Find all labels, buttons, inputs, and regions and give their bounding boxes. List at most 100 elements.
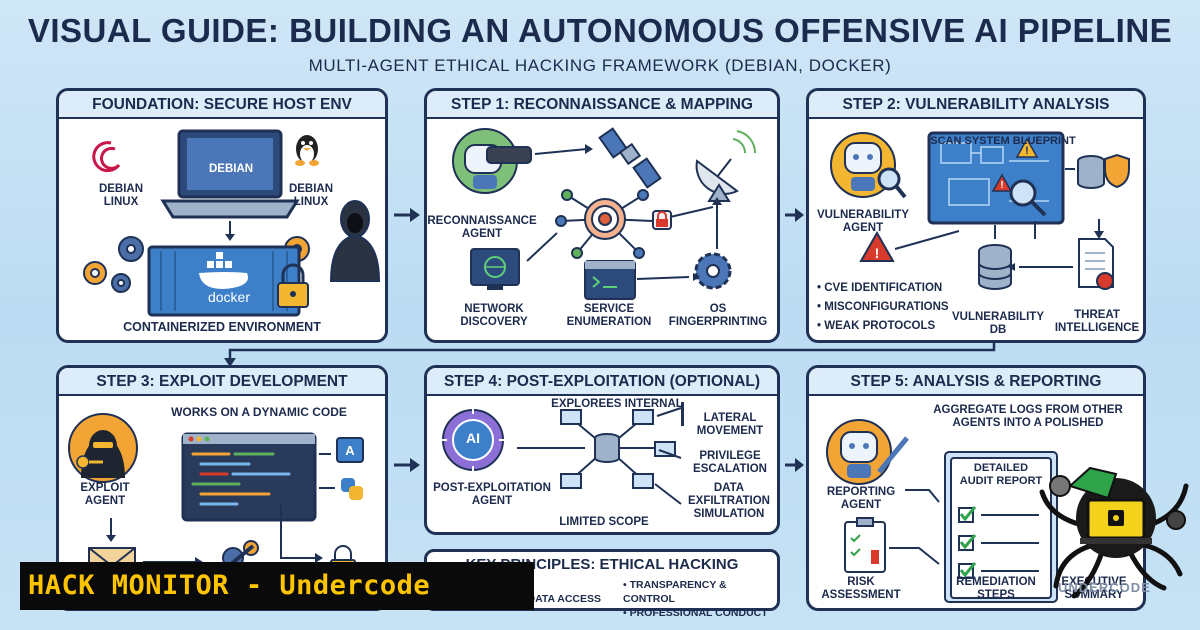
panel-step4: STEP 4: POST-EXPLOITATION (OPTIONAL) EXP… xyxy=(424,365,780,535)
hack-monitor-banner: HACK MONITOR - Undercode xyxy=(20,562,534,610)
arrow-foundation-to-step1 xyxy=(394,208,420,222)
small-lock-icon xyxy=(657,211,667,219)
label-containerized: CONTAINERIZED ENVIRONMENT xyxy=(123,320,321,334)
bullet-cve-text: CVE IDENTIFICATION xyxy=(824,282,943,294)
svg-text:!: ! xyxy=(1025,145,1029,157)
octopus-logo-icon xyxy=(1039,466,1189,599)
label-ai-badge: AI xyxy=(466,430,480,446)
arrow-step3-to-step4 xyxy=(394,458,420,472)
label-post-exploit-agent: POST-EXPLOITATION AGENT xyxy=(433,482,551,507)
principle-right-1-text: TRANSPARENCY & CONTROL xyxy=(623,579,727,605)
padlock-icon xyxy=(277,263,309,308)
bullet-cve: • CVE IDENTIFICATION xyxy=(817,282,943,294)
network-monitor-icon xyxy=(470,248,520,290)
translate-icon: A xyxy=(336,437,364,463)
os-gear-icon xyxy=(694,252,732,290)
laptop-base xyxy=(160,199,300,219)
label-lateral-movement: LATERAL MOVEMENT xyxy=(696,412,764,437)
panel-step2-title: STEP 2: VULNERABILITY ANALYSIS xyxy=(809,91,1143,119)
principle-right-2-text: PROFESSIONAL CONDUCT xyxy=(629,607,768,619)
step2-illustration: ! ! ! xyxy=(830,131,1130,290)
vuln-bullets: • CVE IDENTIFICATION • MISCONFIGURATIONS… xyxy=(817,279,949,336)
risk-clipboard-icon xyxy=(844,517,886,573)
blueprint-screen: ! ! xyxy=(927,131,1065,225)
principles-right: • TRANSPARENCY & CONTROL • PROFESSIONAL … xyxy=(623,578,777,620)
label-audit-report: DETAILED AUDIT REPORT xyxy=(959,462,1043,487)
principle-right-1: • TRANSPARENCY & CONTROL xyxy=(623,579,727,605)
satellite-icon xyxy=(598,127,662,189)
bullet-misconfig-text: MISCONFIGURATIONS xyxy=(824,301,949,313)
threat-intel-doc-icon xyxy=(1078,238,1114,290)
bullet-misconfig: • MISCONFIGURATIONS xyxy=(817,301,949,313)
label-service-enumeration: SERVICE ENUMERATION xyxy=(566,303,652,328)
arrow-step4-to-step5 xyxy=(785,458,804,472)
panel-step5-title: STEP 5: ANALYSIS & REPORTING xyxy=(809,368,1143,396)
database-shield-icon xyxy=(1077,153,1130,189)
terminal-window-icon xyxy=(584,260,636,300)
label-privilege-escalation: PRIVILEGE ESCALATION xyxy=(693,450,767,475)
label-debian-left: DEBIAN LINUX xyxy=(98,183,144,208)
panel-foundation: FOUNDATION: SECURE HOST ENV xyxy=(56,88,388,343)
step4-illustration xyxy=(439,402,684,505)
svg-text:!: ! xyxy=(875,245,880,261)
bullet-weak: • WEAK PROTOCOLS xyxy=(817,320,936,332)
label-blueprint: SCAN SYSTEM BLUEPRINT xyxy=(930,135,1076,147)
vuln-robot-icon xyxy=(830,132,907,199)
recon-robot-icon xyxy=(452,128,532,194)
label-network-discovery: NETWORK DISCOVERY xyxy=(460,303,528,328)
reporting-robot-icon xyxy=(826,419,909,485)
label-limited-scope: LIMITED SCOPE xyxy=(559,516,649,528)
label-dynamic-code: WORKS ON A DYNAMIC CODE xyxy=(171,405,347,419)
hooded-hacker-figure xyxy=(329,200,381,282)
panel-step5: STEP 5: ANALYSIS & REPORTING xyxy=(806,365,1146,611)
label-docker: docker xyxy=(207,289,251,305)
label-exploit-agent: EXPLOIT AGENT xyxy=(80,482,130,507)
label-vuln-db: VULNERABILITY DB xyxy=(952,311,1044,336)
label-threat-intel: THREAT INTELLIGENCE xyxy=(1054,309,1140,334)
principle-left-2: D DATA ACCESS xyxy=(517,593,601,605)
label-os-fingerprinting: OS FINGERPRINTING xyxy=(668,303,768,328)
step1-illustration xyxy=(452,127,757,300)
docker-whale-icon xyxy=(199,252,248,289)
ai-badge-icon xyxy=(439,406,507,474)
label-remediation-steps: REMEDIATION STEPS xyxy=(956,576,1036,601)
vulnerability-db-icon xyxy=(978,244,1012,290)
undercode-logo: UNDERCODE xyxy=(1030,456,1195,606)
foundation-illustration xyxy=(83,129,381,317)
audit-report-doc xyxy=(944,451,1058,603)
label-laptop-screen: DEBIAN xyxy=(209,163,254,175)
panel-step3-title: STEP 3: EXPLOIT DEVELOPMENT xyxy=(59,368,385,396)
arrow-step2-to-step3 xyxy=(224,340,996,367)
svg-text:!: ! xyxy=(1000,180,1003,191)
label-explores-internal: EXPLOREES INTERNAL xyxy=(551,398,683,410)
tux-penguin-icon xyxy=(295,135,319,166)
label-vuln-agent: VULNERABILITY AGENT xyxy=(817,209,909,234)
bullet-weak-text: WEAK PROTOCOLS xyxy=(824,320,936,332)
panel-foundation-title: FOUNDATION: SECURE HOST ENV xyxy=(59,91,385,119)
label-reporting-agent: REPORTING AGENT xyxy=(826,486,896,511)
logo-text: UNDERCODE xyxy=(1058,580,1151,595)
label-aggregate-logs: AGGREGATE LOGS FROM OTHER AGENTS INTO A … xyxy=(933,404,1123,429)
exploit-hacker-icon xyxy=(68,413,138,483)
python-icon xyxy=(341,478,363,500)
page-title: VISUAL GUIDE: BUILDING AN AUTONOMOUS OFF… xyxy=(27,12,1173,49)
label-recon-agent: RECONNAISSANCE AGENT xyxy=(427,215,537,240)
radar-dish-icon xyxy=(695,130,757,202)
label-risk-assessment: RISK ASSESSMENT xyxy=(821,576,901,601)
warning-triangle-icon: ! xyxy=(859,230,895,262)
debian-swirl-icon xyxy=(92,141,121,173)
panel-step2: STEP 2: VULNERABILITY ANALYSIS ! ! xyxy=(806,88,1146,343)
label-debian-right: DEBIAN LINUX xyxy=(288,183,334,208)
code-editor-window xyxy=(181,432,317,522)
label-data-exfiltration: DATA EXFILTRATION SIMULATION xyxy=(688,482,770,520)
network-hub xyxy=(555,189,714,259)
step5-illustration xyxy=(826,419,1058,603)
principle-right-2: • PROFESSIONAL CONDUCT xyxy=(623,607,768,619)
svg-text:A: A xyxy=(345,443,355,458)
panel-step4-title: STEP 4: POST-EXPLOITATION (OPTIONAL) xyxy=(427,368,777,396)
page-subtitle: MULTI-AGENT ETHICAL HACKING FRAMEWORK (D… xyxy=(308,56,892,75)
panel-step1-title: STEP 1: RECONNAISSANCE & MAPPING xyxy=(427,91,777,119)
panel-step1: STEP 1: RECONNAISSANCE & MAPPING xyxy=(424,88,780,343)
internal-network-icon xyxy=(517,409,676,489)
arrow-step1-to-step2 xyxy=(785,208,804,222)
